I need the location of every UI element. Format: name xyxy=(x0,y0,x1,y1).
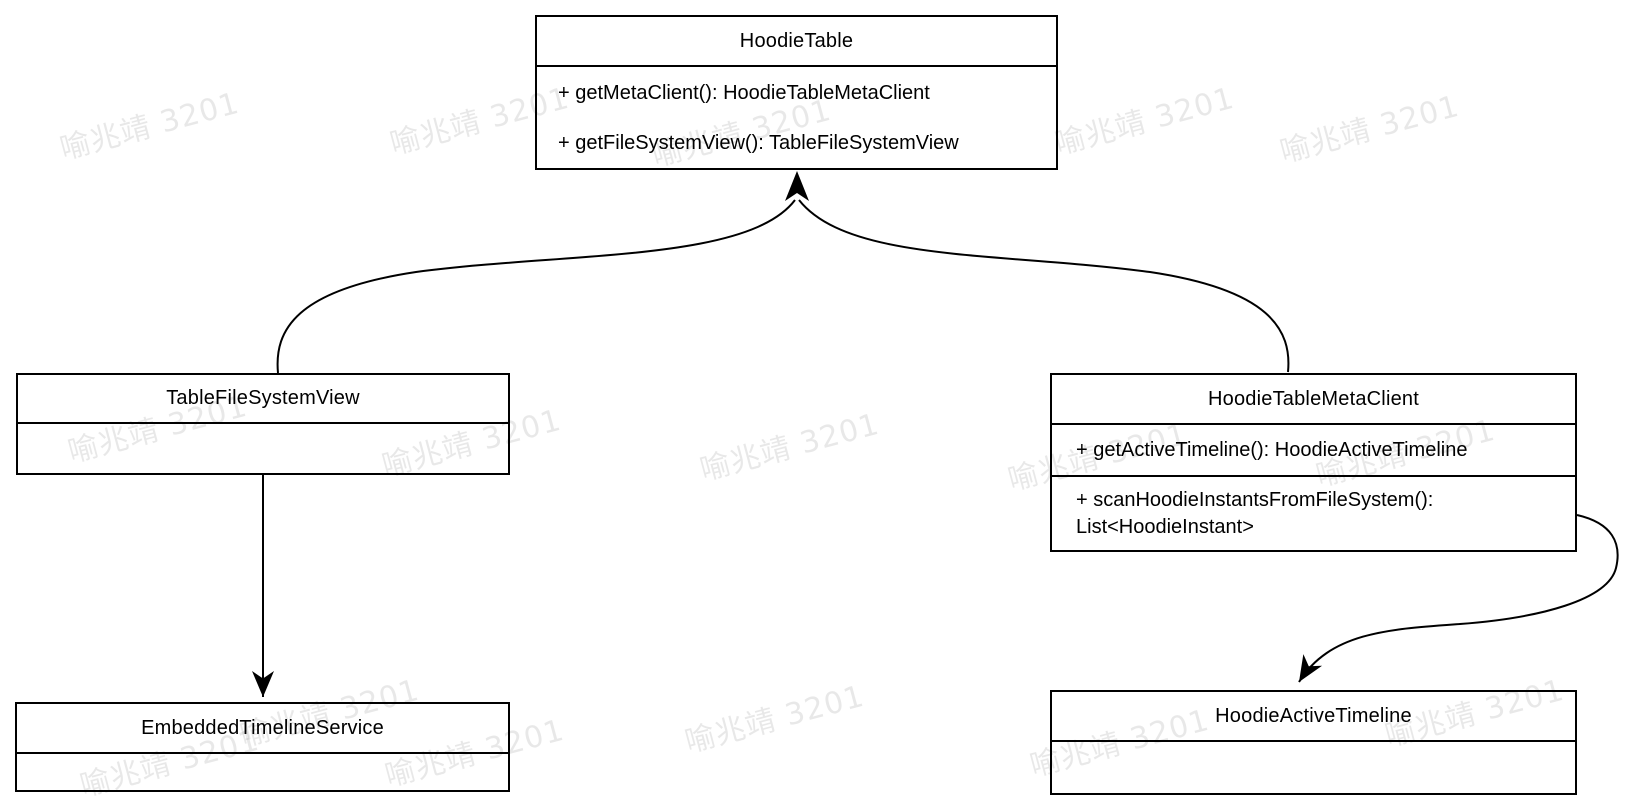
method-label: + scanHoodieInstantsFromFileSystem(): Li… xyxy=(1076,489,1434,538)
inheritance-arrowhead-up xyxy=(785,171,809,201)
class-box-hoodie-active-timeline: HoodieActiveTimeline xyxy=(1050,690,1577,795)
method-label: + getActiveTimeline(): HoodieActiveTimel… xyxy=(1076,438,1468,461)
class-box-hoodie-table: HoodieTable + getMetaClient(): HoodieTab… xyxy=(535,15,1058,170)
class-title: HoodieActiveTimeline xyxy=(1052,692,1575,742)
connector-htmc-to-hoodieactivetimeline xyxy=(1298,514,1619,683)
method-label: + getFileSystemView(): TableFileSystemVi… xyxy=(558,132,959,154)
class-box-embedded-timeline-service: EmbeddedTimelineService xyxy=(15,702,510,792)
method-label: + getMetaClient(): HoodieTableMetaClient xyxy=(558,82,930,104)
class-box-hoodie-table-meta-client: HoodieTableMetaClient + getActiveTimelin… xyxy=(1050,373,1577,552)
method-compartment: + getActiveTimeline(): HoodieActiveTimel… xyxy=(1052,425,1575,477)
connector-tfsv-to-hoodietable xyxy=(276,199,796,374)
method-compartment: + scanHoodieInstantsFromFileSystem(): Li… xyxy=(1052,477,1575,541)
class-title: HoodieTable xyxy=(537,17,1056,67)
class-title: HoodieTableMetaClient xyxy=(1052,375,1575,425)
class-box-table-file-system-view: TableFileSystemView xyxy=(16,373,510,475)
connector-htmc-to-hoodietable xyxy=(798,199,1290,373)
methods-compartment: + getMetaClient(): HoodieTableMetaClient… xyxy=(537,67,1056,168)
class-title: EmbeddedTimelineService xyxy=(17,704,508,754)
class-title: TableFileSystemView xyxy=(18,375,508,424)
